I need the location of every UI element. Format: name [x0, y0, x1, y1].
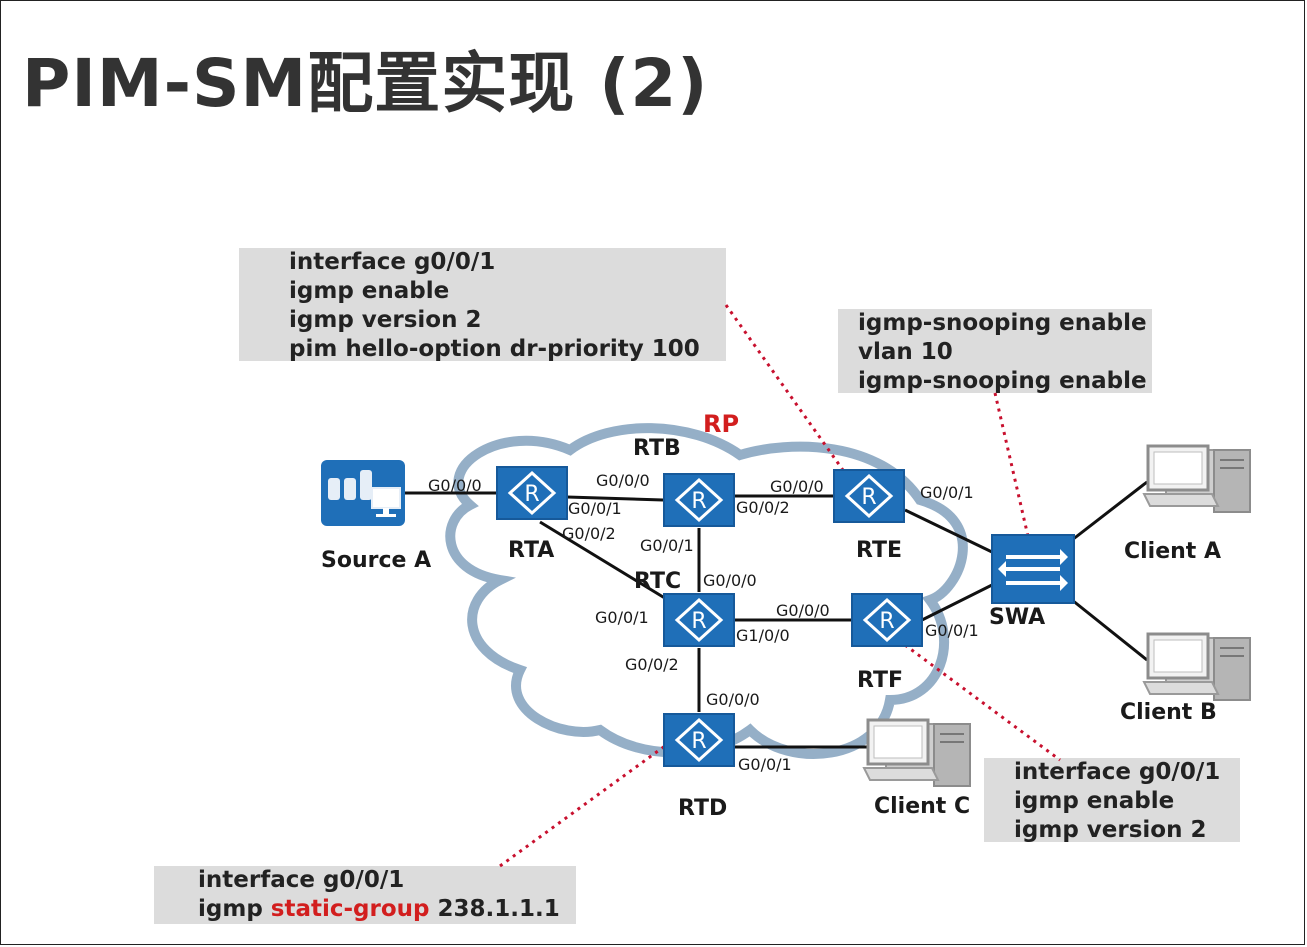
label-rtb: RTB	[633, 436, 681, 461]
port-label: G0/0/0	[770, 477, 824, 496]
port-label: G1/0/0	[736, 626, 790, 645]
port-label: G0/0/0	[596, 471, 650, 490]
callout-rte	[724, 304, 852, 481]
config-line: interface g0/0/1	[289, 249, 496, 275]
config-line: pim hello-option dr-priority 100	[289, 336, 700, 362]
pc-icon-client-c	[862, 718, 972, 788]
port-label: G0/0/1	[568, 499, 622, 518]
config-box-swa: igmp-snooping enable vlan 10 igmp-snoopi…	[838, 309, 1152, 394]
config-line: interface g0/0/1	[1014, 759, 1221, 785]
port-label: G0/0/0	[428, 476, 482, 495]
label-rte: RTE	[856, 538, 902, 563]
config-box-rte: interface g0/0/1 igmp enable igmp versio…	[239, 248, 726, 362]
link-swa-clienta	[1071, 480, 1148, 542]
config-line: igmp static-group 238.1.1.1	[198, 896, 560, 922]
router-icon-rtf	[850, 592, 924, 648]
pc-icon-client-b	[1142, 632, 1252, 702]
config-line: igmp version 2	[1014, 817, 1207, 843]
link-swa-clientb	[1071, 598, 1148, 662]
config-line: igmp version 2	[289, 307, 482, 333]
port-label: G0/0/1	[640, 536, 694, 555]
port-label: G0/0/0	[703, 571, 757, 590]
port-label: G0/0/0	[706, 690, 760, 709]
config-line: igmp enable	[1014, 788, 1175, 814]
router-icon-rte	[832, 468, 906, 524]
config-line: interface g0/0/1	[198, 867, 405, 893]
config-line: igmp-snooping enable	[858, 310, 1147, 336]
router-icon-rtc	[662, 592, 736, 648]
label-rtd: RTD	[678, 796, 728, 821]
label-rtf: RTF	[857, 668, 903, 693]
label-swa: SWA	[989, 605, 1046, 630]
label-rta: RTA	[508, 538, 555, 563]
port-label: G0/0/1	[925, 621, 979, 640]
port-label: G0/0/1	[595, 608, 649, 627]
pc-icon-client-a	[1142, 444, 1252, 514]
config-line: igmp enable	[289, 278, 450, 304]
port-label: G0/0/2	[625, 655, 679, 674]
port-label: G0/0/2	[736, 498, 790, 517]
config-line: vlan 10	[858, 339, 953, 365]
switch-icon	[991, 534, 1075, 604]
static-group-keyword: static-group	[270, 896, 430, 922]
port-label: G0/0/0	[776, 601, 830, 620]
label-client-a: Client A	[1124, 539, 1222, 564]
label-client-b: Client B	[1120, 700, 1217, 725]
config-box-rtd: interface g0/0/1 igmp static-group 238.1…	[154, 866, 576, 924]
router-icon-rta	[495, 465, 569, 521]
config-line: igmp-snooping enable	[858, 368, 1147, 394]
port-label: G0/0/2	[562, 524, 616, 543]
label-rtc: RTC	[634, 569, 682, 594]
port-label: G0/0/1	[738, 755, 792, 774]
port-label: G0/0/1	[920, 483, 974, 502]
link-rte-swa	[904, 508, 993, 554]
server-icon	[321, 460, 405, 526]
label-source-a: Source A	[321, 548, 432, 573]
link-rta-rtb	[566, 495, 664, 502]
link-rta-rtc	[539, 520, 669, 602]
config-box-rtf: interface g0/0/1 igmp enable igmp versio…	[984, 758, 1240, 843]
router-icon-rtb	[662, 472, 736, 528]
label-rp: RP	[703, 410, 740, 438]
page-title: PIM-SM配置实现 (2)	[22, 45, 709, 122]
label-client-c: Client C	[874, 794, 971, 819]
callout-rtd	[499, 733, 681, 868]
router-icon-rtd	[662, 712, 736, 768]
callout-swa	[993, 392, 1032, 546]
callout-rtf	[904, 643, 1061, 762]
link-rtf-swa	[921, 583, 993, 622]
